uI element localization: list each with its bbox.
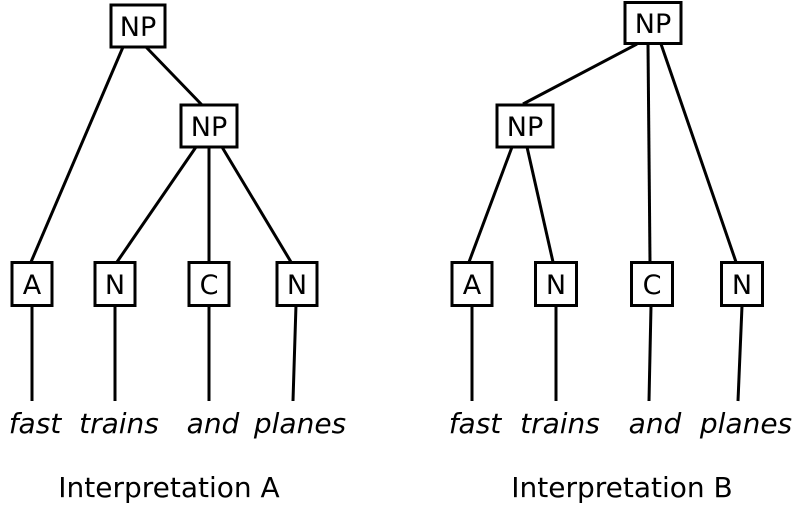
tree-edge	[525, 146, 555, 263]
tree-edge	[220, 146, 293, 263]
node-box-np	[109, 3, 167, 49]
node-box-np	[179, 103, 239, 149]
node-box-n	[93, 261, 137, 307]
node-box-c	[187, 261, 231, 307]
node-box-a	[450, 261, 494, 307]
node-label-a: A	[463, 270, 482, 301]
node-box-c	[630, 261, 674, 307]
leaf-word-fast: fast	[449, 407, 503, 440]
tree-edge	[115, 146, 198, 263]
leaf-word-and: and	[629, 407, 682, 440]
node-label-a: A	[23, 270, 42, 301]
node-box-n	[534, 261, 578, 307]
node-label-n: N	[105, 270, 125, 301]
node-box-a	[10, 261, 54, 307]
tree-edge	[522, 42, 638, 106]
node-box-np	[623, 1, 683, 45]
tree-edge	[646, 43, 652, 263]
tree-edge	[144, 45, 204, 107]
node-label-n: N	[287, 270, 307, 301]
tree-edge	[29, 46, 125, 263]
node-label-np: NP	[191, 112, 227, 143]
tree-edge	[291, 304, 298, 402]
node-box-np	[495, 103, 555, 149]
node-label-c: C	[643, 270, 662, 301]
node-label-c: C	[200, 270, 219, 301]
tree-caption: Interpretation B	[511, 471, 733, 504]
leaf-word-planes: planes	[699, 407, 792, 440]
tree-edge	[647, 305, 653, 402]
leaf-word-fast: fast	[9, 407, 63, 440]
node-label-np: NP	[507, 112, 543, 143]
tree-edge	[659, 43, 738, 263]
leaf-word-trains: trains	[79, 407, 159, 440]
node-label-n: N	[546, 270, 566, 301]
tree-caption: Interpretation A	[58, 471, 279, 504]
node-label-n: N	[732, 270, 752, 301]
node-label-np: NP	[635, 9, 671, 40]
node-box-n	[275, 261, 319, 307]
tree-edge	[467, 146, 514, 263]
leaf-word-trains: trains	[520, 407, 600, 440]
tree-edge	[736, 305, 744, 402]
node-label-np: NP	[120, 12, 156, 43]
leaf-word-and: and	[187, 407, 240, 440]
leaf-word-planes: planes	[253, 407, 346, 440]
node-box-n	[720, 261, 764, 307]
